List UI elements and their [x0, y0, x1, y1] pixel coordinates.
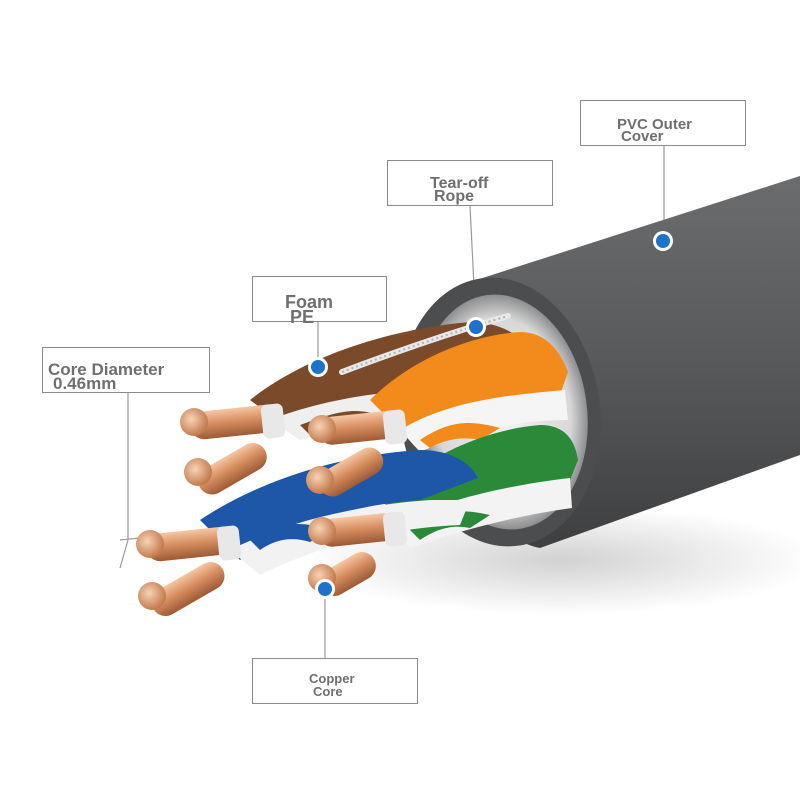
orange-pair-stripe — [420, 423, 500, 448]
label-pvc-line1: PVC Outer — [617, 116, 693, 133]
label-foam-line1: Foam — [285, 292, 334, 312]
callout-line-core — [119, 393, 129, 569]
label-tear-line2: Rope — [434, 188, 474, 205]
copper-conductor-brown-1 — [180, 403, 286, 440]
label-foam-pe: Foam PE — [252, 276, 387, 326]
green-pair-insulation — [380, 425, 578, 525]
copper-conductor-blue-1 — [136, 525, 242, 562]
label-copper-core: Copper Core — [252, 658, 418, 704]
orange-pair — [370, 332, 568, 452]
label-pvc-line2: Cover — [621, 128, 664, 145]
green-pair-stripe — [410, 511, 490, 540]
marker-dots — [308, 231, 673, 599]
label-core-line1: Core Diameter — [48, 360, 165, 379]
copper-conductor-brown-2 — [184, 443, 267, 495]
label-core-line2: 0.46mm — [53, 374, 117, 393]
label-pvc-outer-cover: PVC Outer Cover — [580, 100, 746, 146]
label-tear-line1: Tear-off — [430, 175, 489, 192]
copper-conductor-orange-2 — [306, 447, 384, 497]
label-copper-line2: Core — [313, 684, 343, 699]
callout-line-core-2 — [119, 537, 141, 541]
label-tear-off-rope: Tear-off Rope — [387, 160, 553, 206]
green-pair — [380, 425, 578, 548]
orange-pair-insulation — [370, 332, 568, 440]
label-foam-line2: PE — [290, 307, 315, 327]
copper-conductor-green-1 — [308, 511, 408, 547]
copper-conductors — [136, 403, 408, 616]
copper-conductor-orange-1 — [308, 409, 408, 445]
green-pair-white-wire — [395, 478, 572, 548]
copper-conductor-blue-2 — [138, 562, 225, 616]
tear-off-rope-texture — [341, 315, 509, 373]
label-core-diameter: Core Diameter 0.46mm — [42, 347, 210, 393]
label-copper-line1: Copper — [309, 671, 355, 686]
